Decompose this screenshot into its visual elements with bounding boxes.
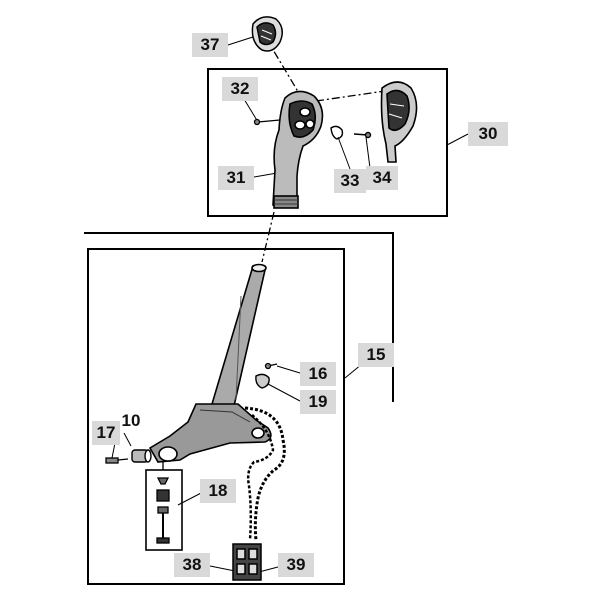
callout-31: 31 — [218, 166, 254, 190]
callout-30: 30 — [468, 122, 508, 146]
callout-10: 10 — [121, 411, 141, 430]
part-15-shaft-icon — [210, 263, 267, 407]
part-37-knob-icon — [251, 16, 283, 52]
part-16-screw-icon — [264, 362, 278, 370]
callout-33: 33 — [334, 169, 366, 193]
callout-15: 15 — [358, 343, 394, 367]
part-10-bushing-icon — [131, 449, 152, 463]
callout-16: 16 — [300, 362, 336, 386]
part-19-clip-icon — [255, 373, 270, 389]
callout-17: 17 — [92, 421, 120, 445]
group-frame-inner — [87, 248, 345, 585]
part-31-handle-icon — [272, 90, 324, 209]
part-30-cover-icon — [380, 81, 418, 163]
part-34-pin-icon — [353, 131, 372, 139]
part-32-screw-icon — [253, 118, 281, 126]
part-33-clip-icon — [330, 125, 344, 140]
callout-18: 18 — [200, 479, 236, 503]
part-18-stack-icon — [145, 469, 183, 551]
wire-harness-icon — [244, 406, 286, 541]
part-38-39-connector-icon — [232, 543, 262, 581]
callout-39: 39 — [278, 553, 314, 577]
callout-32: 32 — [222, 77, 258, 101]
leader-lines — [111, 35, 469, 574]
part-17-pin-icon — [105, 457, 129, 464]
callout-19: 19 — [300, 390, 336, 414]
part-15-base-icon — [148, 403, 272, 463]
callout-37: 37 — [192, 33, 228, 57]
callout-34: 34 — [366, 166, 398, 190]
group-frame-30 — [207, 68, 448, 217]
callout-38: 38 — [174, 553, 210, 577]
